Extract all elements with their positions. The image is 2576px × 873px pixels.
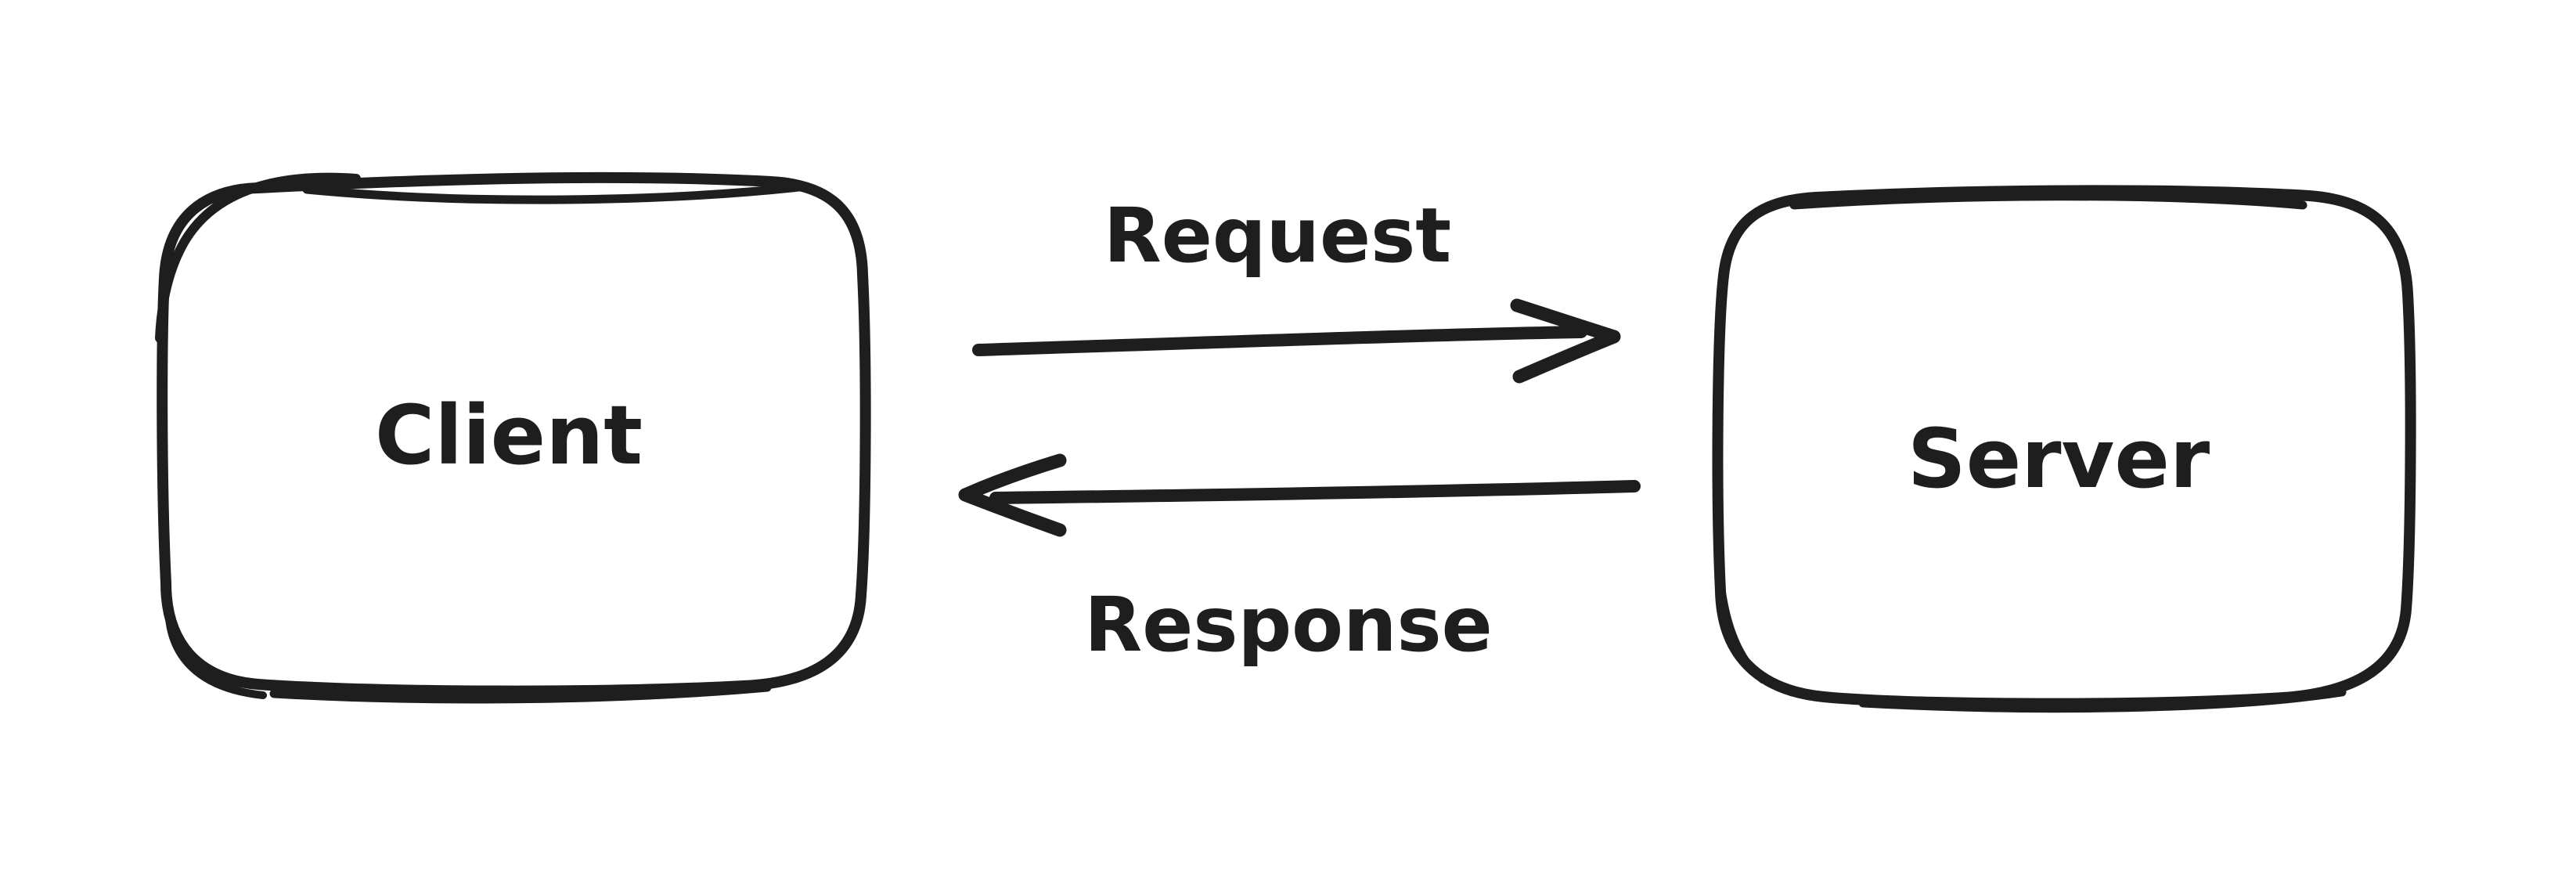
client-box-overdraw-bottom-edge bbox=[269, 683, 772, 704]
server-box-overdraw-top-edge bbox=[1789, 192, 2308, 210]
server-node-label: Server bbox=[1908, 411, 2210, 507]
request-edge: Request bbox=[972, 192, 1621, 384]
client-box-overdraw-top-left bbox=[155, 172, 361, 343]
response-edge: Response bbox=[958, 453, 1641, 669]
client-box-overdraw-bottom-left bbox=[165, 615, 267, 699]
server-node: Server bbox=[1712, 185, 2416, 713]
request-arrow-shaft bbox=[972, 326, 1587, 356]
server-box-overdraw-left-edge bbox=[1714, 513, 1767, 684]
response-arrow-shaft bbox=[989, 480, 1641, 504]
request-edge-label: Request bbox=[1104, 192, 1451, 280]
response-arrowhead bbox=[958, 453, 1067, 537]
client-node: Client bbox=[155, 171, 871, 704]
request-arrowhead bbox=[1510, 298, 1621, 384]
client-node-label: Client bbox=[375, 388, 643, 483]
client-box-overdraw-top-edge bbox=[302, 182, 811, 204]
server-box-overdraw-bottom-edge bbox=[1858, 687, 2347, 713]
response-edge-label: Response bbox=[1084, 581, 1492, 669]
